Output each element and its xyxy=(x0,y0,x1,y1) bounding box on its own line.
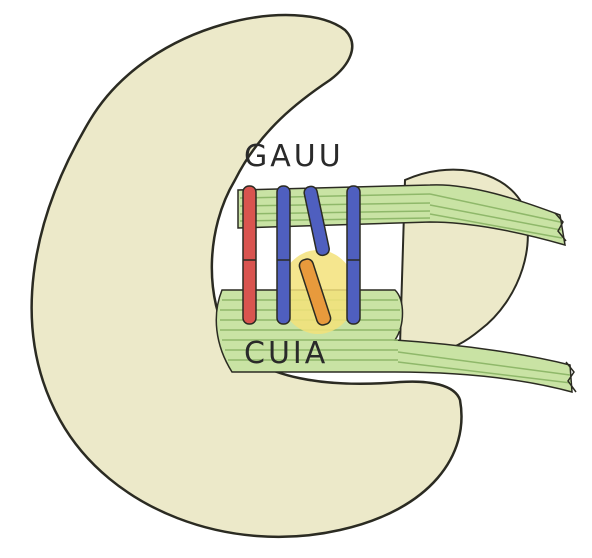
base-pairs xyxy=(242,185,361,326)
base-rod-red xyxy=(242,185,257,325)
base-rod-blue-tilted xyxy=(303,185,330,257)
base-rod-orange xyxy=(298,258,332,326)
upper-strand-cut-end xyxy=(554,212,567,242)
subunit-main-body xyxy=(30,13,463,538)
upper-strand xyxy=(237,184,567,247)
top-sequence-label: GAUU xyxy=(244,139,344,174)
base-rod-blue xyxy=(346,185,361,325)
base-rod-blue xyxy=(276,185,291,325)
lower-strand-cut-end xyxy=(565,361,577,393)
bottom-sequence-label: CUIA xyxy=(244,336,328,371)
